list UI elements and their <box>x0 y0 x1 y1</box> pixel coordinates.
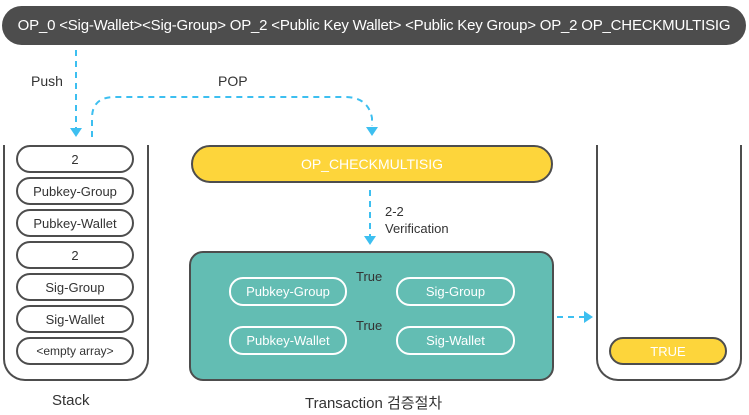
verification-arrowhead-icon <box>364 236 376 245</box>
pair-result-label: True <box>356 318 383 333</box>
sig-wallet-pill: Sig-Wallet <box>396 326 515 355</box>
pair-result-label: True <box>356 269 383 284</box>
push-label: Push <box>31 73 63 89</box>
push-arrowhead-icon <box>70 128 82 137</box>
stack-caption: Stack <box>52 392 90 409</box>
stack-item: Pubkey-Wallet <box>16 209 134 237</box>
pop-label: POP <box>218 73 248 89</box>
result-true-pill: TRUE <box>609 337 727 365</box>
result-stack-container <box>596 145 742 381</box>
script-bar: OP_0 <Sig-Wallet><Sig-Group> OP_2 <Publi… <box>2 6 746 45</box>
transaction-caption: Transaction 검증절차 <box>305 395 443 412</box>
stack-container <box>3 145 149 381</box>
verification-label-line2: Verification <box>385 221 449 236</box>
sig-group-pill: Sig-Group <box>396 277 515 306</box>
stack-item: Pubkey-Group <box>16 177 134 205</box>
stack-item: Sig-Group <box>16 273 134 301</box>
pubkey-group-pill: Pubkey-Group <box>229 277 347 306</box>
verification-label-line1: 2-2 <box>385 204 404 219</box>
opcode-bar: OP_CHECKMULTISIG <box>191 145 553 183</box>
stack-item: 2 <box>16 145 134 173</box>
script-text: OP_0 <Sig-Wallet><Sig-Group> OP_2 <Publi… <box>17 17 731 34</box>
stack-item: <empty array> <box>16 337 134 365</box>
result-arrowhead-icon <box>584 311 593 323</box>
stack-item: Sig-Wallet <box>16 305 134 333</box>
opcode-label: OP_CHECKMULTISIG <box>300 156 444 172</box>
stack-item: 2 <box>16 241 134 269</box>
pop-arrowhead-icon <box>366 127 378 136</box>
verification-label: 2-2 Verification <box>385 203 449 237</box>
verification-box <box>189 251 554 381</box>
pop-arrow-path <box>91 96 373 137</box>
pubkey-wallet-pill: Pubkey-Wallet <box>229 326 347 355</box>
